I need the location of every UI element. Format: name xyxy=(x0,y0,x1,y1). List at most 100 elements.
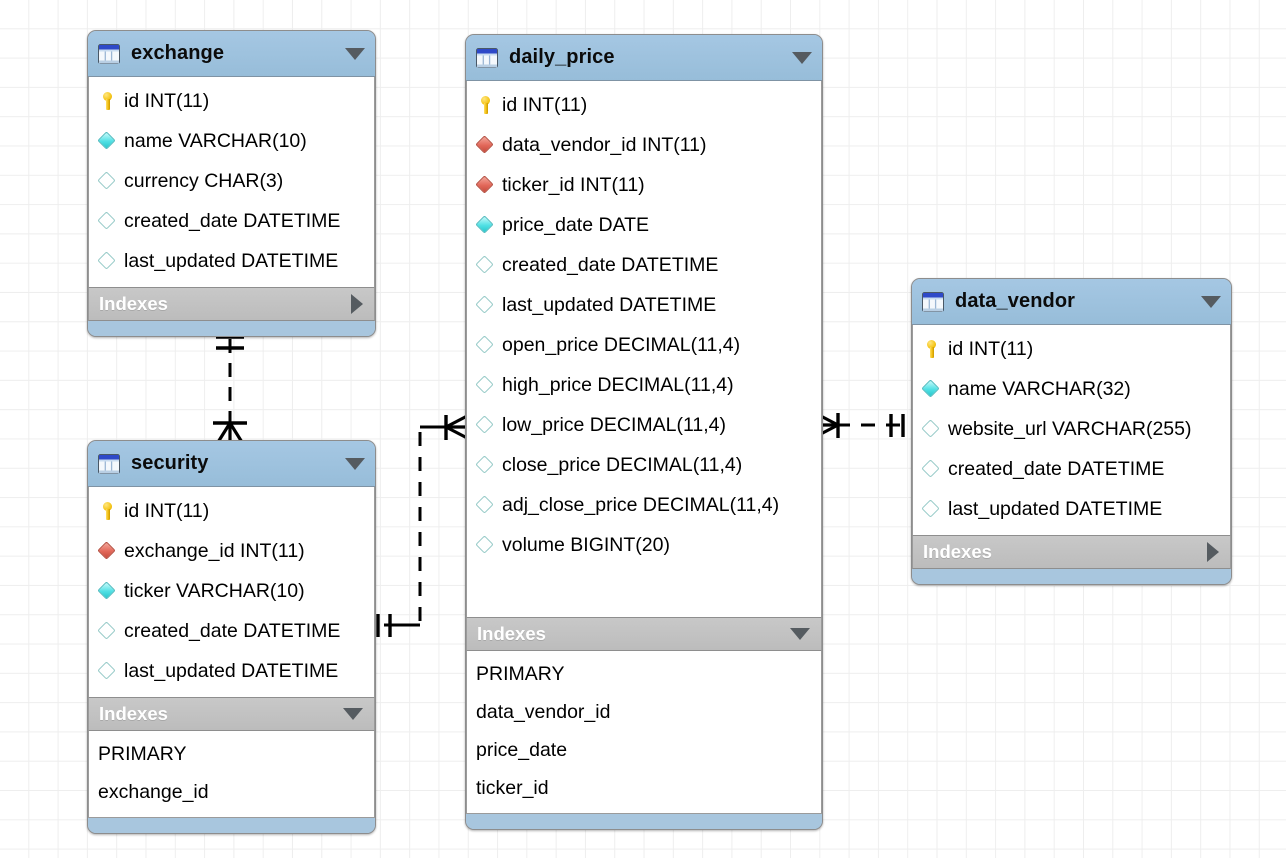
column-label: volume BIGINT(20) xyxy=(502,533,670,556)
column-row[interactable]: id INT(11) xyxy=(913,329,1230,369)
column-label: last_updated DATETIME xyxy=(124,659,339,682)
column-row[interactable]: last_updated DATETIME xyxy=(913,489,1230,529)
column-row[interactable]: volume BIGINT(20) xyxy=(467,525,821,565)
relationship-data-vendor-daily-price[interactable] xyxy=(812,408,920,444)
table-icon xyxy=(476,47,498,68)
column-label: ticker VARCHAR(10) xyxy=(124,579,305,602)
column-label: high_price DECIMAL(11,4) xyxy=(502,373,734,396)
indexes-bar-exchange[interactable]: Indexes xyxy=(88,287,375,321)
indexes-bar-data_vendor[interactable]: Indexes xyxy=(912,535,1231,569)
hollow-diamond-icon xyxy=(475,295,494,314)
indexes-label: Indexes xyxy=(99,703,168,724)
indexes-bar-security[interactable]: Indexes xyxy=(88,697,375,731)
table-header-data_vendor[interactable]: data_vendor xyxy=(912,279,1231,325)
column-list-daily_price: id INT(11) data_vendor_id INT(11) ticker_i… xyxy=(466,81,822,617)
hollow-diamond-icon xyxy=(97,661,116,680)
column-row[interactable]: created_date DATETIME xyxy=(467,245,821,285)
column-label: data_vendor_id INT(11) xyxy=(502,133,707,156)
hollow-diamond-icon xyxy=(97,621,116,640)
column-label: id INT(11) xyxy=(124,499,210,522)
column-label: last_updated DATETIME xyxy=(948,497,1163,520)
chevron-down-icon[interactable] xyxy=(1201,295,1221,308)
index-row[interactable]: data_vendor_id xyxy=(476,701,611,723)
hollow-diamond-icon xyxy=(475,535,494,554)
column-row[interactable]: created_date DATETIME xyxy=(89,611,374,651)
er-table-exchange[interactable]: exchange id INT(11) name VARCHAR(10)curren… xyxy=(87,30,376,337)
hollow-diamond-icon xyxy=(921,419,940,438)
chevron-right-icon[interactable] xyxy=(1207,542,1219,562)
column-row[interactable]: id INT(11) xyxy=(89,491,374,531)
table-header-daily_price[interactable]: daily_price xyxy=(466,35,822,81)
table-footer xyxy=(912,569,1231,584)
column-row[interactable]: price_date DATE xyxy=(467,205,821,245)
column-list-security: id INT(11) exchange_id INT(11) ticker VARC… xyxy=(88,487,375,697)
index-row[interactable]: ticker_id xyxy=(476,777,549,799)
column-row[interactable]: id INT(11) xyxy=(89,81,374,121)
indexes-bar-daily_price[interactable]: Indexes xyxy=(466,617,822,651)
column-row[interactable]: name VARCHAR(32) xyxy=(913,369,1230,409)
column-label: id INT(11) xyxy=(502,93,588,116)
column-row[interactable]: adj_close_price DECIMAL(11,4) xyxy=(467,485,821,525)
column-label: low_price DECIMAL(11,4) xyxy=(502,413,726,436)
index-row[interactable]: price_date xyxy=(476,739,568,761)
red-diamond-icon xyxy=(475,135,494,154)
column-row[interactable]: high_price DECIMAL(11,4) xyxy=(467,365,821,405)
column-label: last_updated DATETIME xyxy=(502,293,717,316)
column-row[interactable]: created_date DATETIME xyxy=(89,201,374,241)
column-row[interactable]: created_date DATETIME xyxy=(913,449,1230,489)
chevron-down-icon[interactable] xyxy=(345,47,365,60)
column-row[interactable]: data_vendor_id INT(11) xyxy=(467,125,821,165)
column-row[interactable]: close_price DECIMAL(11,4) xyxy=(467,445,821,485)
er-table-security[interactable]: security id INT(11) exchange_id INT(11) tic… xyxy=(87,440,376,834)
table-footer xyxy=(88,321,375,336)
column-row[interactable]: ticker VARCHAR(10) xyxy=(89,571,374,611)
chevron-down-icon[interactable] xyxy=(343,708,363,720)
chevron-down-icon[interactable] xyxy=(792,51,812,64)
index-row[interactable]: PRIMARY xyxy=(476,663,565,685)
column-label: id INT(11) xyxy=(124,89,210,112)
column-label: exchange_id INT(11) xyxy=(124,539,305,562)
indexes-label: Indexes xyxy=(923,541,992,562)
chevron-down-icon[interactable] xyxy=(345,457,365,470)
indexes-label: Indexes xyxy=(477,623,546,644)
index-row[interactable]: exchange_id xyxy=(98,781,209,803)
column-row[interactable]: website_url VARCHAR(255) xyxy=(913,409,1230,449)
indexes-label: Indexes xyxy=(99,293,168,314)
chevron-down-icon[interactable] xyxy=(790,628,810,640)
column-list-spacer xyxy=(467,565,821,611)
red-diamond-icon xyxy=(475,175,494,194)
column-row[interactable]: name VARCHAR(10) xyxy=(89,121,374,161)
hollow-diamond-icon xyxy=(97,171,116,190)
column-label: id INT(11) xyxy=(948,337,1034,360)
column-row[interactable]: last_updated DATETIME xyxy=(89,241,374,281)
column-label: close_price DECIMAL(11,4) xyxy=(502,453,743,476)
cyan-diamond-icon xyxy=(921,379,940,398)
column-row[interactable]: id INT(11) xyxy=(467,85,821,125)
relationship-exchange-security[interactable] xyxy=(196,325,264,448)
cyan-diamond-icon xyxy=(97,581,116,600)
column-row[interactable]: ticker_id INT(11) xyxy=(467,165,821,205)
column-row[interactable]: exchange_id INT(11) xyxy=(89,531,374,571)
column-row[interactable]: low_price DECIMAL(11,4) xyxy=(467,405,821,445)
relationship-security-daily-price[interactable] xyxy=(374,410,474,640)
table-title: daily_price xyxy=(509,46,615,68)
key-icon xyxy=(476,96,494,114)
table-footer xyxy=(88,818,375,833)
hollow-diamond-icon xyxy=(97,251,116,270)
column-label: created_date DATETIME xyxy=(502,253,719,276)
table-title: data_vendor xyxy=(955,290,1076,312)
table-header-security[interactable]: security xyxy=(88,441,375,487)
column-row[interactable]: last_updated DATETIME xyxy=(89,651,374,691)
chevron-right-icon[interactable] xyxy=(351,294,363,314)
table-header-exchange[interactable]: exchange xyxy=(88,31,375,77)
column-row[interactable]: open_price DECIMAL(11,4) xyxy=(467,325,821,365)
column-row[interactable]: last_updated DATETIME xyxy=(467,285,821,325)
index-row[interactable]: PRIMARY xyxy=(98,743,187,765)
red-diamond-icon xyxy=(97,541,116,560)
hollow-diamond-icon xyxy=(475,375,494,394)
table-title: security xyxy=(131,452,209,474)
column-row[interactable]: currency CHAR(3) xyxy=(89,161,374,201)
